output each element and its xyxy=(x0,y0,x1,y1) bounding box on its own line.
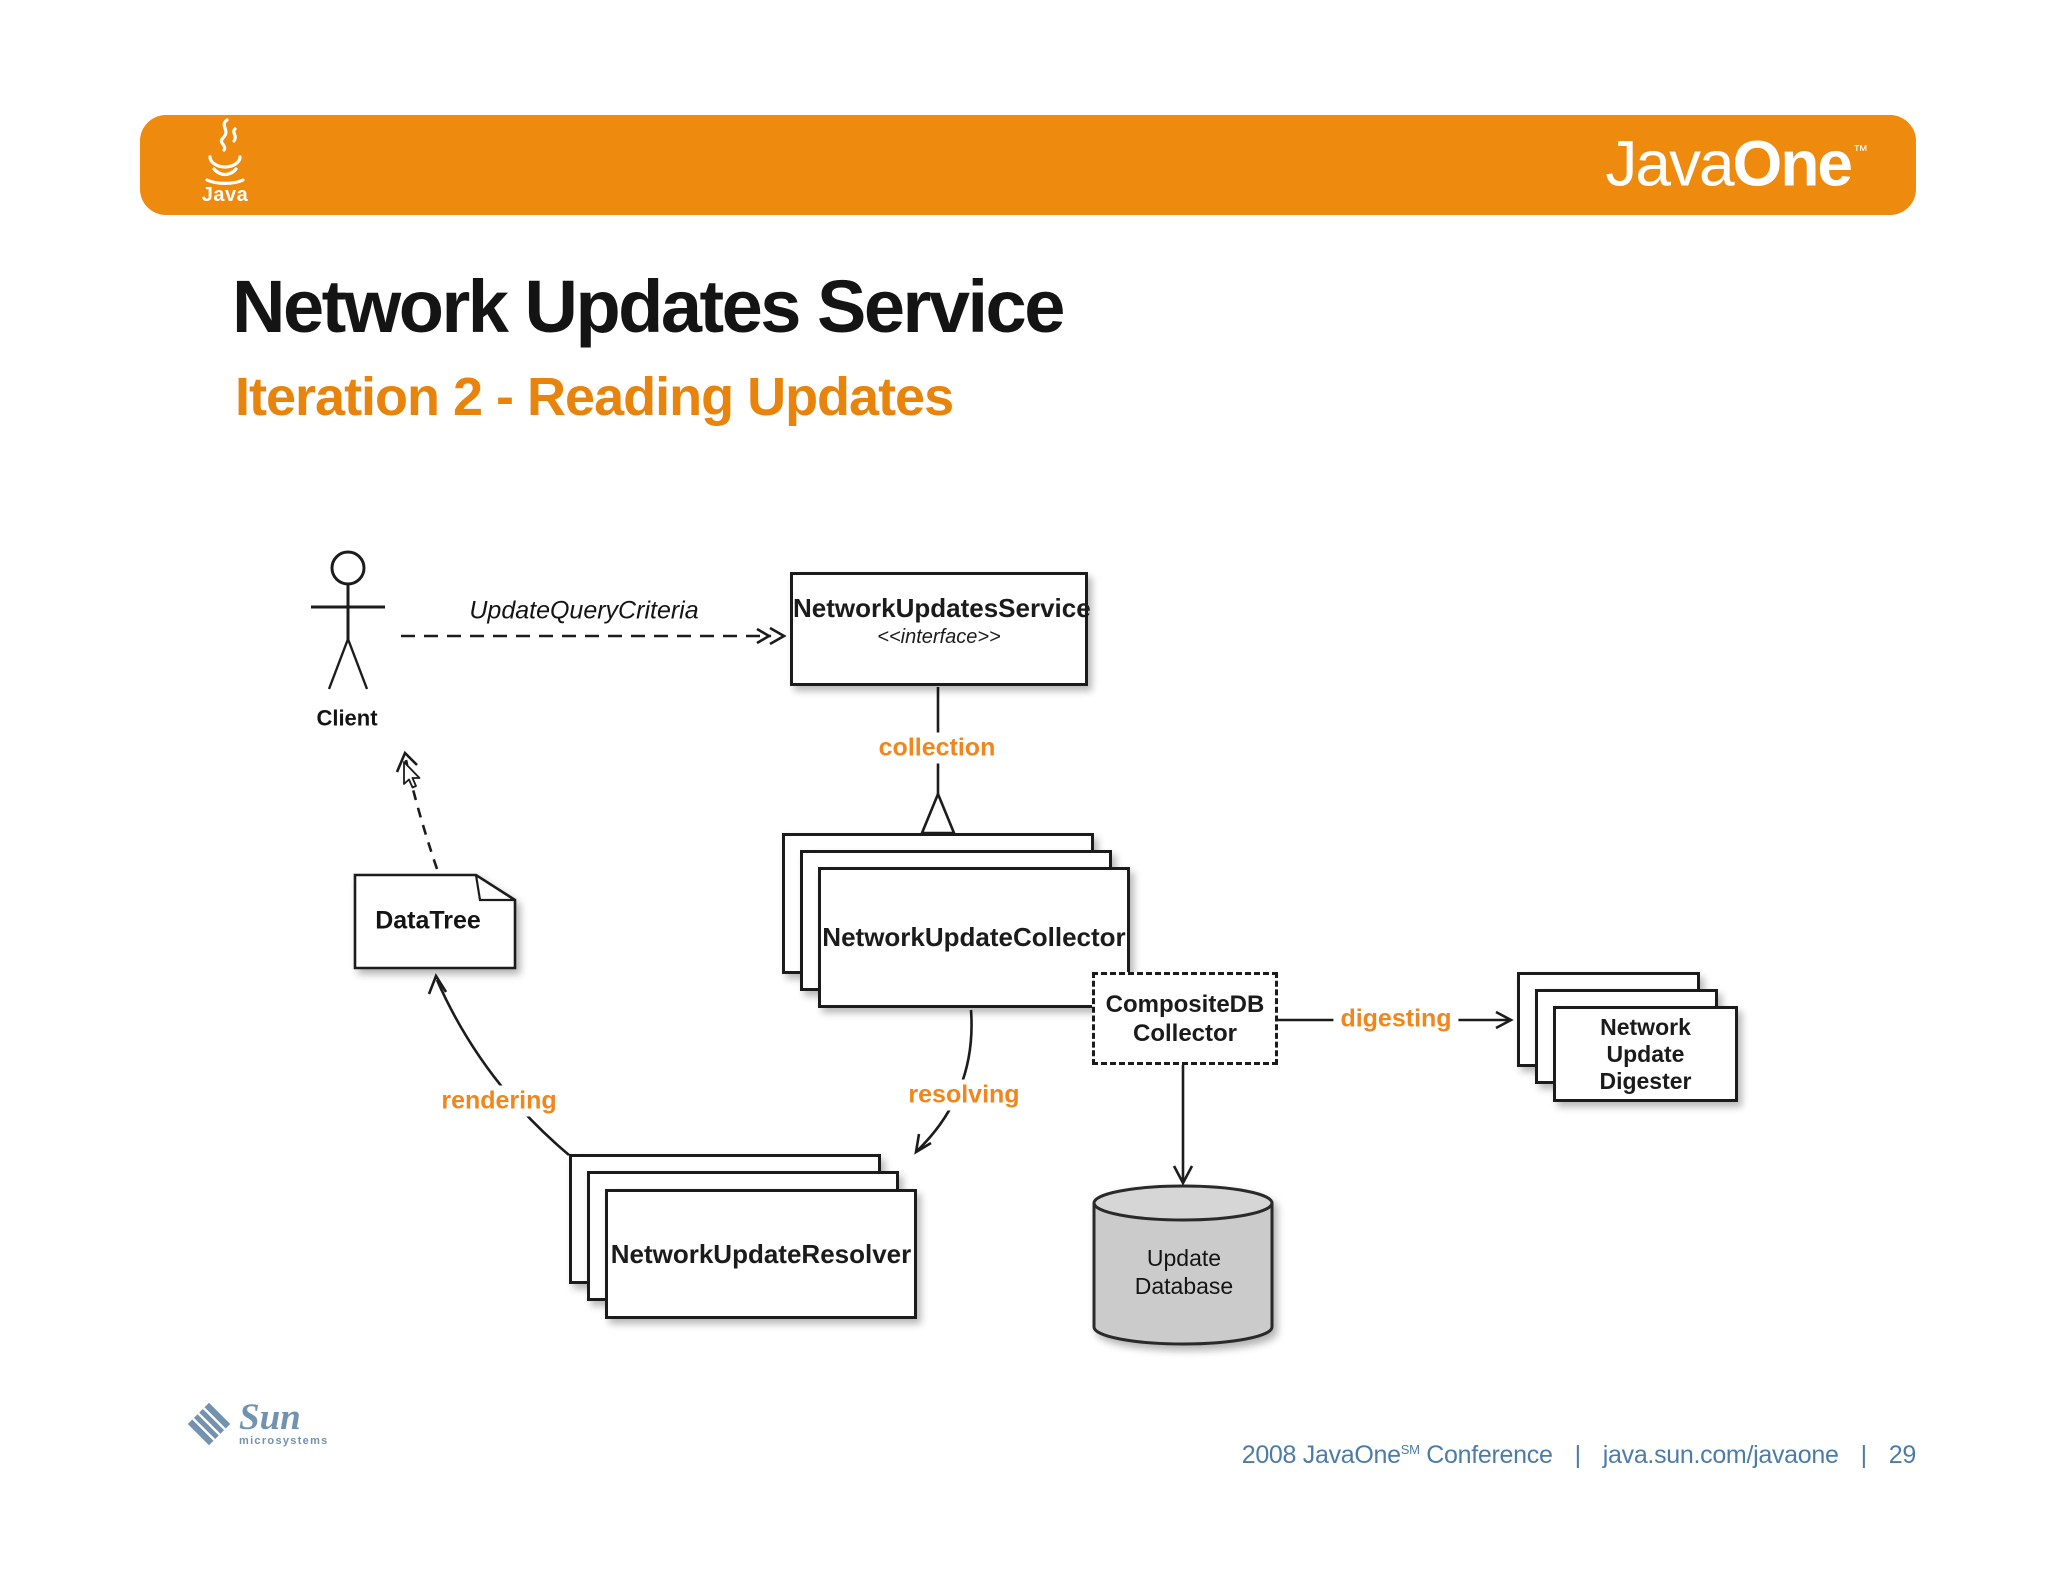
database-line2: Database xyxy=(1134,1273,1234,1299)
java-cup-icon xyxy=(205,118,245,185)
resolver-stack-label: NetworkUpdateResolver xyxy=(610,1238,912,1269)
interface-name: NetworkUpdatesService xyxy=(793,593,1091,623)
client-actor-label: Client xyxy=(316,705,378,731)
compositedb-line2: Collector xyxy=(1132,1019,1237,1047)
digesting-edge-label: digesting xyxy=(1333,1003,1459,1035)
footer-conference-info: 2008 JavaOneSM Conference | java.sun.com/j… xyxy=(1241,1441,1917,1470)
digester-line3: Digester xyxy=(1599,1067,1692,1094)
datatree-note-shape xyxy=(353,873,517,970)
datatree-note-label: DataTree xyxy=(375,906,481,935)
compositedb-line1: CompositeDB xyxy=(1105,990,1265,1018)
sun-logo-subtext: microsystems xyxy=(239,1435,329,1448)
compositedb-collector-box: CompositeDB Collector xyxy=(1092,972,1278,1065)
network-updates-service-box: NetworkUpdatesService <<interface>> xyxy=(790,572,1091,686)
java-logo-icon: Java xyxy=(190,117,260,215)
collection-edge-label: collection xyxy=(871,732,1003,764)
resolver-stack-front: NetworkUpdateResolver xyxy=(605,1189,917,1319)
service-mark-symbol: SM xyxy=(1400,1442,1420,1457)
page-subtitle: Iteration 2 - Reading Updates xyxy=(235,367,954,427)
update-query-criteria-label: UpdateQueryCriteria xyxy=(469,596,699,625)
sun-diamond-icon xyxy=(187,1402,231,1446)
collector-stack-label: NetworkUpdateCollector xyxy=(822,922,1126,952)
client-actor-icon xyxy=(311,550,385,690)
page-title: Network Updates Service xyxy=(232,265,1065,348)
java-logo-label: Java xyxy=(201,184,249,206)
conference-url: java.sun.com/javaone xyxy=(1602,1441,1839,1469)
conference-suffix: Conference xyxy=(1419,1441,1553,1469)
javaone-logo-one: One xyxy=(1732,127,1853,200)
update-database-label: Update Database xyxy=(1135,1244,1233,1300)
update-query-criteria-arrow xyxy=(401,626,787,646)
interface-stereotype: <<interface>> xyxy=(877,625,1001,648)
trademark-symbol: ™ xyxy=(1853,142,1868,160)
resolving-edge-label: resolving xyxy=(901,1079,1027,1111)
rendering-edge xyxy=(427,973,570,1156)
footer-separator: | xyxy=(1860,1441,1868,1469)
sun-logo-text: Sun microsystems xyxy=(239,1397,329,1448)
digester-stack-front: Network Update Digester xyxy=(1553,1006,1738,1102)
datatree-to-client-arrow xyxy=(395,750,439,870)
database-cylinder xyxy=(1092,1184,1274,1346)
database-line1: Update xyxy=(1146,1245,1222,1271)
sun-microsystems-logo: Sun microsystems xyxy=(186,1397,329,1448)
collector-stack-front: NetworkUpdateCollector xyxy=(818,867,1130,1008)
mouse-cursor xyxy=(403,761,421,789)
page-number: 29 xyxy=(1888,1441,1917,1469)
sun-logo-name: Sun xyxy=(239,1397,301,1438)
rendering-edge-label: rendering xyxy=(434,1085,564,1117)
javaone-logo-java: Java xyxy=(1605,127,1734,200)
collector-to-database-edge xyxy=(1172,1065,1194,1186)
footer-separator: | xyxy=(1574,1441,1582,1469)
conference-name: 2008 JavaOne xyxy=(1241,1441,1401,1469)
digester-line2: Update xyxy=(1606,1040,1685,1067)
digester-line1: Network xyxy=(1600,1013,1691,1040)
